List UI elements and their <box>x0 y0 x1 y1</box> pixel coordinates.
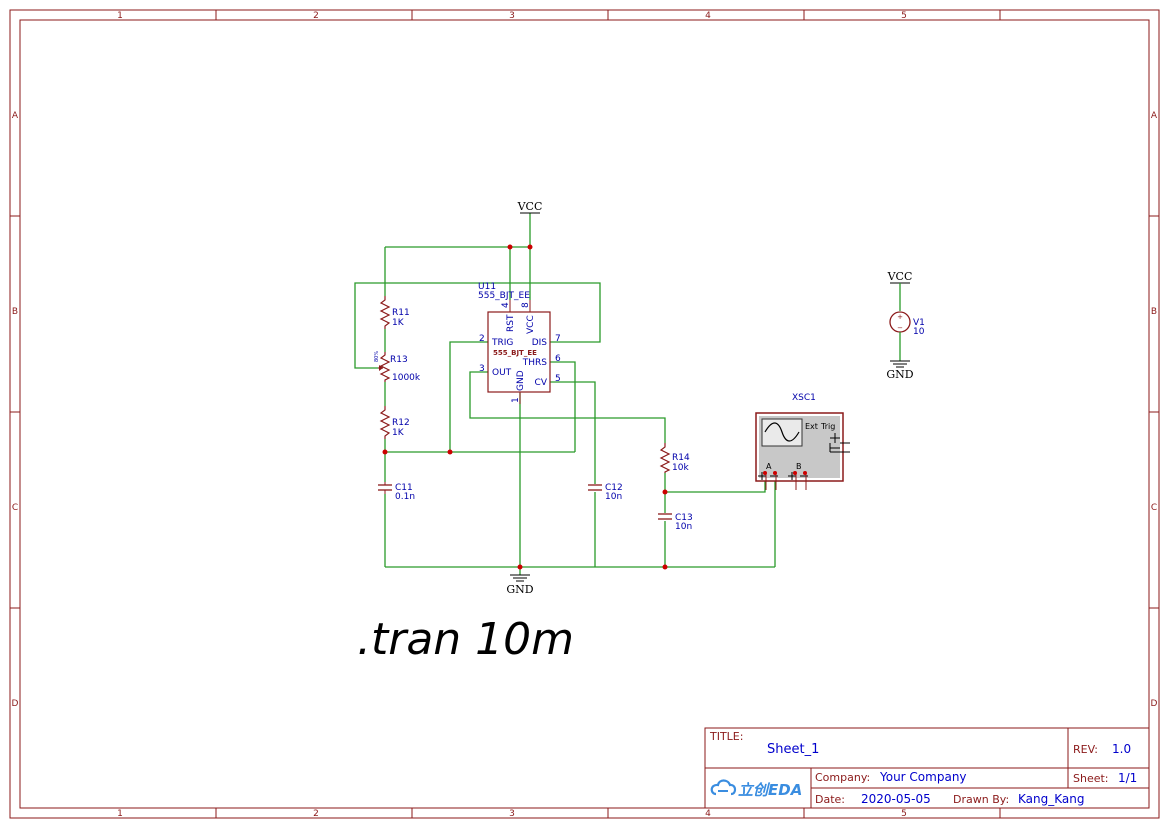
u11-pinnum-2: 2 <box>479 334 485 344</box>
company-value: Your Company <box>879 770 967 784</box>
plus-icon: + <box>897 313 903 321</box>
r13-designator: R13 <box>390 355 408 365</box>
frame-col-3-top: 3 <box>509 11 515 21</box>
c11-designator: C11 <box>395 483 413 493</box>
xsc1-designator: XSC1 <box>792 393 816 403</box>
u11-pinnum-7: 7 <box>555 334 561 344</box>
u11-pin-vcc: VCC <box>526 315 536 334</box>
r12-resistor[interactable]: R12 1K <box>379 406 410 439</box>
frame-row-d-left: D <box>12 699 19 709</box>
gnd-symbol-main: GND <box>506 574 534 596</box>
frame-row-d-right: D <box>1151 699 1158 709</box>
xsc1-ext-label: Ext <box>805 422 818 431</box>
title-block: TITLE: Sheet_1 REV: 1.0 Company: Your Co… <box>704 727 1150 809</box>
r12-designator: R12 <box>392 418 410 428</box>
vcc-label-main: VCC <box>517 200 543 213</box>
u11-pinnum-6: 6 <box>555 354 561 364</box>
u11-pin-gnd: GND <box>516 370 526 391</box>
c11-value: 0.1n <box>395 492 415 502</box>
minus-icon: − <box>897 324 903 332</box>
company-label: Company: <box>815 771 870 784</box>
c12-value: 10n <box>605 492 622 502</box>
v1-designator: V1 <box>913 318 925 328</box>
v1-voltage-source[interactable]: VCC + − GND V1 10 <box>886 270 925 381</box>
r11-value: 1K <box>392 318 405 328</box>
vcc-label-source: VCC <box>887 270 913 283</box>
frame-row-a-right: A <box>1151 111 1158 121</box>
r14-resistor[interactable]: R14 10k <box>659 443 690 473</box>
r13-wiper-percent: 80% <box>374 351 380 362</box>
u11-pin-rst: RST <box>506 314 516 332</box>
logo-text: 立创EDA <box>738 781 802 799</box>
sheet-frame: 1 2 3 4 5 1 2 3 4 5 A B C D A B C D <box>9 9 1160 819</box>
frame-col-4-bottom: 4 <box>705 809 711 819</box>
lceda-logo: 立创EDA <box>710 779 802 799</box>
sheet-value: 1/1 <box>1118 771 1137 785</box>
c13-value: 10n <box>675 522 692 532</box>
u11-timer[interactable]: U11 555_BJT_EE 555_BJT_EE TRIG OUT DIS T… <box>478 282 561 404</box>
u11-pin-thrs: THRS <box>522 358 548 368</box>
title-label: TITLE: <box>709 730 743 743</box>
c12-designator: C12 <box>605 483 623 493</box>
frame-col-1-top: 1 <box>117 11 123 21</box>
r14-designator: R14 <box>672 453 690 463</box>
u11-pin-dis: DIS <box>532 338 548 348</box>
u11-pin-cv: CV <box>535 378 548 388</box>
date-label: Date: <box>815 793 845 806</box>
frame-col-5-bottom: 5 <box>901 809 907 819</box>
vcc-symbol-main: VCC <box>517 200 543 214</box>
u11-pinnum-4: 4 <box>501 302 511 308</box>
xsc1-channel-a-label: A <box>766 462 772 471</box>
rev-value: 1.0 <box>1112 742 1131 756</box>
date-value: 2020-05-05 <box>861 792 931 806</box>
spice-directive[interactable]: .tran 10m <box>357 614 574 665</box>
drawn-by-value: Kang_Kang <box>1018 792 1084 806</box>
frame-row-c-right: C <box>1151 503 1157 513</box>
junctions <box>382 244 668 570</box>
c11-capacitor[interactable]: C11 0.1n <box>378 482 415 502</box>
r14-value: 10k <box>672 463 689 473</box>
frame-row-b-left: B <box>12 307 18 317</box>
u11-body-label: 555_BJT_EE <box>493 349 537 357</box>
u11-pinnum-3: 3 <box>479 364 485 374</box>
gnd-label-source: GND <box>886 368 913 381</box>
title-value: Sheet_1 <box>767 742 819 757</box>
xsc1-oscilloscope[interactable]: XSC1 Ext Trig A B <box>755 393 850 490</box>
r13-value: 1000k <box>392 373 421 383</box>
rev-label: REV: <box>1073 743 1098 756</box>
frame-col-5-top: 5 <box>901 11 907 21</box>
xsc1-trig-label: Trig <box>820 422 835 431</box>
frame-row-c-left: C <box>12 503 18 513</box>
v1-value: 10 <box>913 327 925 337</box>
sheet-label: Sheet: <box>1073 772 1109 785</box>
r11-designator: R11 <box>392 308 410 318</box>
c12-capacitor[interactable]: C12 10n <box>588 483 623 502</box>
frame-col-2-bottom: 2 <box>313 809 319 819</box>
c13-designator: C13 <box>675 513 693 523</box>
frame-col-4-top: 4 <box>705 11 711 21</box>
u11-part: 555_BJT_EE <box>478 291 530 301</box>
sine-wave-icon <box>764 422 800 442</box>
r12-value: 1K <box>392 428 405 438</box>
wires <box>354 213 776 575</box>
u11-pin-trig: TRIG <box>491 338 513 348</box>
frame-col-1-bottom: 1 <box>117 809 123 819</box>
gnd-label-main: GND <box>506 583 533 596</box>
u11-pinnum-5: 5 <box>555 374 561 384</box>
frame-row-a-left: A <box>12 111 19 121</box>
c13-capacitor[interactable]: C13 10n <box>658 513 693 532</box>
drawn-by-label: Drawn By: <box>953 793 1009 806</box>
frame-row-b-right: B <box>1151 307 1157 317</box>
xsc1-channel-b-label: B <box>796 462 802 471</box>
r11-resistor[interactable]: R11 1K <box>379 296 410 329</box>
u11-designator: U11 <box>478 282 496 292</box>
u11-pinnum-8: 8 <box>521 302 531 308</box>
frame-col-2-top: 2 <box>313 11 319 21</box>
u11-pin-out: OUT <box>492 368 512 378</box>
frame-col-3-bottom: 3 <box>509 809 515 819</box>
u11-pinnum-1: 1 <box>511 397 521 403</box>
r13-potentiometer[interactable]: 80% R13 1000k <box>374 351 421 383</box>
